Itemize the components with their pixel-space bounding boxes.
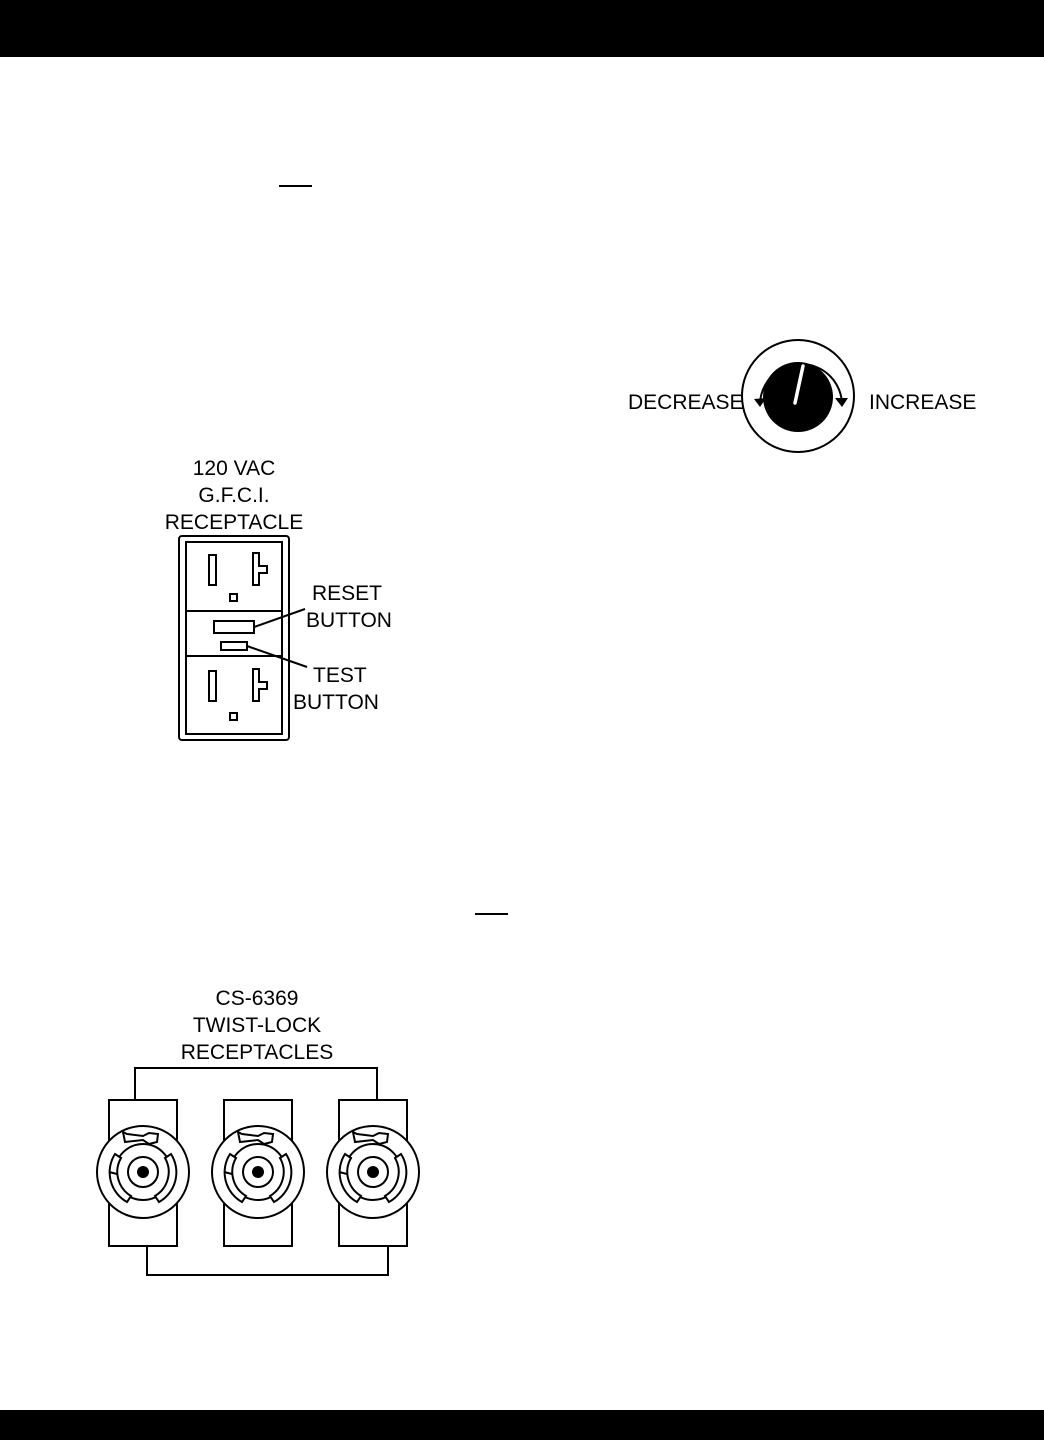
voltage-adjust-knob-icon — [741, 339, 855, 453]
page-footer-bar — [0, 1410, 1044, 1440]
underline-rule-1 — [279, 185, 312, 187]
reset-label-line-2: BUTTON — [306, 609, 392, 632]
twistlock-title-line-3: RECEPTACLES — [180, 1041, 334, 1064]
gfci-receptacle-icon — [178, 535, 308, 741]
twistlock-title-line-1: CS-6369 — [215, 987, 299, 1010]
page-header-bar — [0, 0, 1044, 57]
decrease-label: DECREASE — [628, 391, 744, 414]
gfci-title-line-3: RECEPTACLE — [164, 511, 304, 534]
increase-label: INCREASE — [869, 391, 977, 414]
underline-rule-2 — [475, 913, 508, 915]
test-label-line-2: BUTTON — [293, 691, 379, 714]
reset-label-line-1: RESET — [312, 582, 383, 605]
test-label-line-1: TEST — [313, 664, 367, 687]
gfci-title-line-2: G.F.C.I. — [198, 484, 270, 507]
twistlock-title-line-2: TWIST-LOCK — [192, 1014, 322, 1037]
gfci-title-line-1: 120 VAC — [192, 457, 276, 480]
twist-lock-receptacle-icon — [96, 1067, 420, 1276]
